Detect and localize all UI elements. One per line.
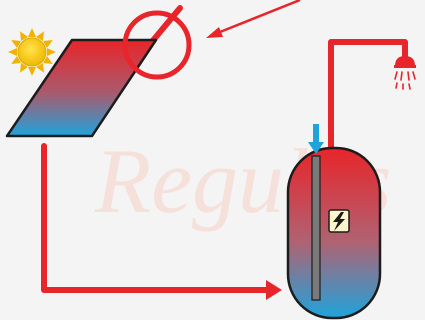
storage-tank	[286, 146, 382, 320]
heat-exchanger-pipe	[311, 155, 321, 301]
callout-arrow-head-icon	[206, 27, 223, 38]
highlight-circle	[122, 10, 192, 80]
shower-head-icon	[394, 56, 416, 90]
sun-icon	[8, 28, 56, 76]
hot-water-supply-pipe	[328, 39, 408, 153]
callout-arrow-line	[219, 0, 301, 34]
flow-arrow-icon	[266, 280, 282, 300]
solar-collector-panel	[5, 38, 158, 138]
hot-pipe-collector-outlet	[147, 5, 183, 47]
cold-water-inlet-icon	[308, 124, 324, 154]
return-pipe	[41, 143, 271, 293]
lightning-bolt-icon	[328, 209, 350, 233]
pipes	[41, 5, 408, 293]
